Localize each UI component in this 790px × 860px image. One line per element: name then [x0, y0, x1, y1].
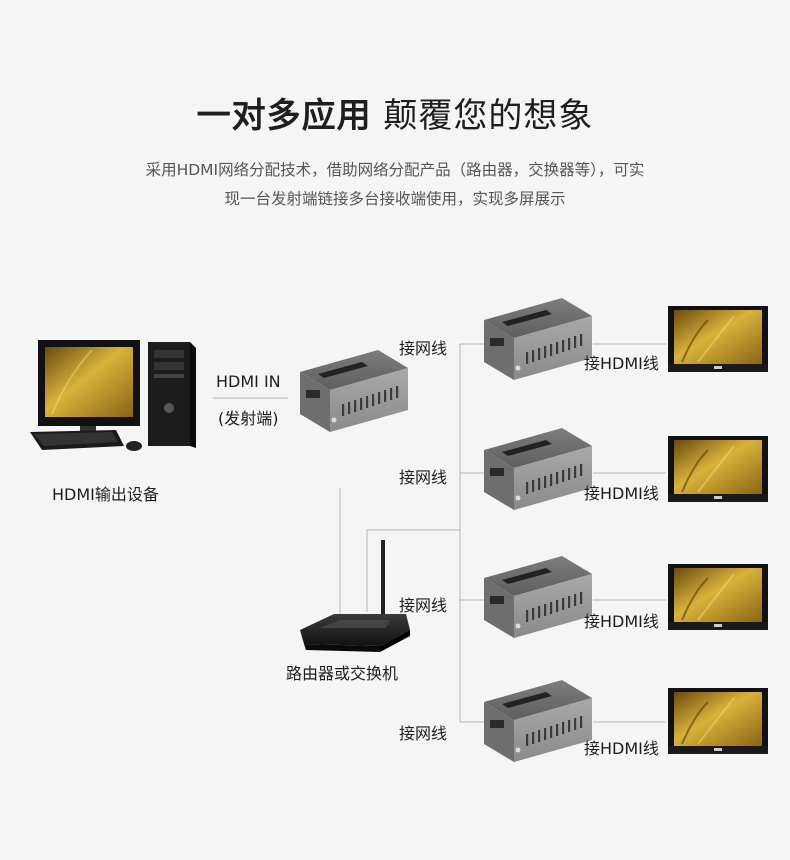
tv-icon [667, 687, 769, 755]
receiver-device [484, 298, 592, 380]
receiver-device [484, 556, 592, 638]
connection-lines [213, 343, 666, 723]
receiver-device [484, 428, 592, 510]
receiver-device [484, 680, 592, 762]
title-rest: 颠覆您的想象 [383, 96, 594, 136]
network-cable-label: 接网线 [399, 468, 448, 487]
router-label: 路由器或交换机 [286, 664, 399, 683]
network-cable-label: 接网线 [399, 339, 448, 358]
hdmi-cable-label: 接HDMI线 [584, 739, 659, 758]
network-cable-label: 接网线 [399, 724, 448, 743]
pc-icon [30, 340, 196, 451]
tv-icon [667, 563, 769, 631]
title-bold: 一对多应用 [196, 96, 372, 136]
hdmi-cable-label: 接HDMI线 [584, 612, 659, 631]
transmitter-device [300, 350, 408, 432]
description: 采用HDMI网络分配技术，借助网络分配产品（路由器，交换器等），可实 现一台发射… [0, 156, 790, 214]
router-icon [300, 540, 410, 652]
hdmi-cable-label: 接HDMI线 [584, 484, 659, 503]
transmitter-label: (发射端) [218, 409, 279, 428]
source-device-label: HDMI输出设备 [52, 485, 159, 504]
tv-icon [667, 305, 769, 373]
hdmi-cable-label: 接HDMI线 [584, 354, 659, 373]
tv-icon [667, 435, 769, 503]
hdmi-in-label: HDMI IN [216, 372, 281, 391]
network-cable-label: 接网线 [399, 596, 448, 615]
description-line-1: 采用HDMI网络分配技术，借助网络分配产品（路由器，交换器等），可实 [145, 161, 645, 179]
description-line-2: 现一台发射端链接多台接收端使用，实现多屏展示 [224, 190, 566, 208]
page-title: 一对多应用 颠覆您的想象 [0, 88, 790, 137]
